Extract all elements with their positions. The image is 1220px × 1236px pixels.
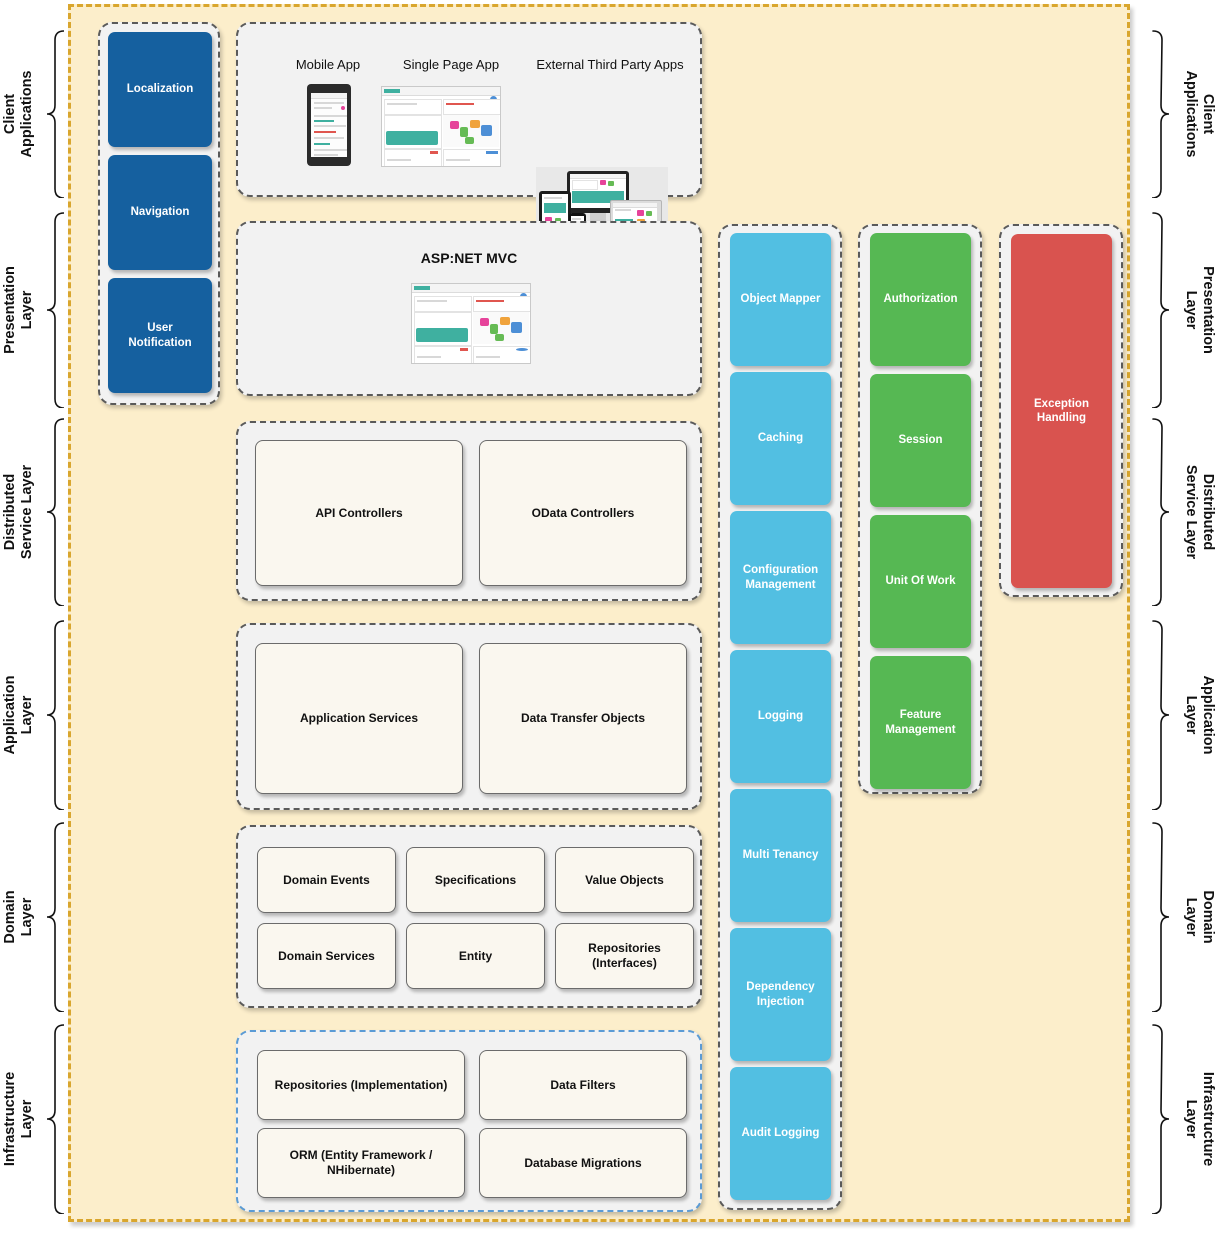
distributed-service-group: API Controllers OData Controllers (236, 421, 702, 601)
right-bracket-1 (1152, 212, 1170, 408)
card-entity[interactable]: Entity (406, 923, 545, 989)
left-bracket-3 (46, 620, 64, 810)
client-app-label-mobile: Mobile App (295, 57, 361, 72)
card-object-mapper[interactable]: Object Mapper (730, 233, 831, 366)
aspnet-mvc-title: ASP:NET MVC (420, 250, 518, 266)
cross-cutting-green-column: Authorization Session Unit Of Work Featu… (858, 224, 982, 794)
card-audit-logging[interactable]: Audit Logging (730, 1067, 831, 1200)
card-odata-controllers[interactable]: OData Controllers (479, 440, 687, 586)
card-data-transfer-objects[interactable]: Data Transfer Objects (479, 643, 687, 794)
left-bracket-5 (46, 1024, 64, 1214)
client-app-label-external: External Third Party Apps (536, 57, 684, 72)
card-specifications[interactable]: Specifications (406, 847, 545, 913)
card-application-services[interactable]: Application Services (255, 643, 463, 794)
application-layer-group: Application Services Data Transfer Objec… (236, 623, 702, 810)
card-api-controllers[interactable]: API Controllers (255, 440, 463, 586)
card-navigation[interactable]: Navigation (108, 155, 212, 270)
spa-browser-thumbnail (381, 86, 501, 167)
domain-layer-group: Domain Events Specifications Value Objec… (236, 825, 702, 1008)
card-domain-events[interactable]: Domain Events (257, 847, 396, 913)
right-bracket-3 (1152, 620, 1170, 810)
card-session[interactable]: Session (870, 374, 971, 507)
client-app-label-spa: Single Page App (402, 57, 500, 72)
right-bracket-2 (1152, 418, 1170, 606)
card-domain-services[interactable]: Domain Services (257, 923, 396, 989)
right-bracket-0 (1152, 30, 1170, 198)
card-value-objects[interactable]: Value Objects (555, 847, 694, 913)
card-unit-of-work[interactable]: Unit Of Work (870, 515, 971, 648)
mobile-phone-thumbnail (307, 84, 351, 166)
card-database-migrations[interactable]: Database Migrations (479, 1128, 687, 1198)
card-orm[interactable]: ORM (Entity Framework /NHibernate) (257, 1128, 465, 1198)
left-bracket-1 (46, 212, 64, 408)
mvc-browser-thumbnail (411, 283, 531, 364)
client-applications-group: Mobile App Single Page App External Thir… (236, 22, 702, 248)
card-repositories-implementation[interactable]: Repositories (Implementation) (257, 1050, 465, 1120)
card-repositories-interfaces[interactable]: Repositories(Interfaces) (555, 923, 694, 989)
right-bracket-5 (1152, 1024, 1170, 1214)
card-authorization[interactable]: Authorization (870, 233, 971, 366)
infrastructure-layer-group: Repositories (Implementation) Data Filte… (236, 1030, 702, 1212)
card-caching[interactable]: Caching (730, 372, 831, 505)
left-bracket-0 (46, 30, 64, 198)
card-localization[interactable]: Localization (108, 32, 212, 147)
card-logging[interactable]: Logging (730, 650, 831, 783)
presentation-group: ASP:NET MVC (236, 221, 702, 396)
left-bracket-4 (46, 822, 64, 1012)
left-bracket-2 (46, 418, 64, 606)
right-bracket-4 (1152, 822, 1170, 1012)
card-data-filters[interactable]: Data Filters (479, 1050, 687, 1120)
card-multi-tenancy[interactable]: Multi Tenancy (730, 789, 831, 922)
